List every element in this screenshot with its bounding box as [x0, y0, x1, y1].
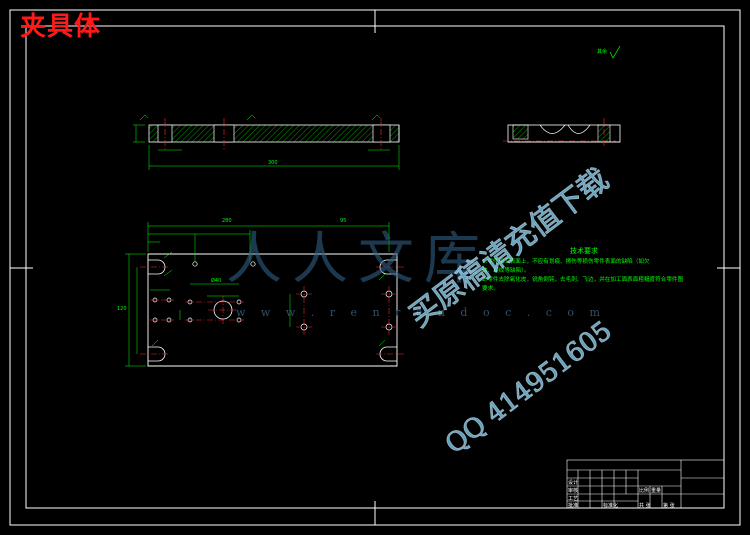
title-block-label: 重量: [651, 488, 662, 494]
title-block-label: 标准化: [603, 503, 619, 509]
side-view: [503, 118, 621, 148]
dimension-plan-height: 120: [117, 306, 127, 312]
technical-requirements: 技术要求 1.零件加工表面上，不应有划痕、擦伤等损伤零件表面的缺陷（如欠 缺、裂…: [482, 247, 718, 294]
title-block-label: 共 张: [639, 503, 651, 509]
technical-requirements-title: 技术要求: [570, 247, 598, 255]
dimension-overall-length: 300: [268, 160, 278, 166]
roughness-note: 其余: [597, 49, 608, 55]
dimension-plan-width-a: 280: [222, 218, 232, 224]
title-block-label: 第 张: [663, 503, 675, 509]
title-block-label: 设计: [568, 480, 579, 486]
title-block-label: 审核: [568, 488, 579, 494]
front-section-view: [133, 114, 400, 170]
title-block-label: 批准: [568, 503, 579, 509]
plan-view: [125, 222, 405, 367]
technical-requirement-line: 要求。: [482, 286, 499, 292]
technical-requirement-line: 1.零件加工表面上，不应有划痕、擦伤等损伤零件表面的缺陷（如欠: [482, 259, 650, 265]
centering-marks: [10, 10, 740, 525]
watermark-url: w w w . r e n r e n d o c . c o m: [236, 306, 606, 319]
dimension-plan-width-b: 95: [340, 218, 347, 224]
title-block-label: 工艺: [568, 496, 579, 502]
drawing-title: 夹具体: [20, 12, 102, 42]
watermark-brand: 人人文库: [226, 227, 490, 292]
title-block-label: 比例: [639, 488, 650, 494]
roughness-symbol: [609, 45, 621, 59]
dimension-bore: Ø40: [211, 278, 222, 284]
technical-requirement-line: 2.零件去除氧化皮，锐角倒钝，去毛刺、飞边，并在加工面表面粗糙度符合零件图: [482, 277, 684, 283]
technical-requirement-line: 缺、裂纹等缺陷）。: [482, 268, 530, 274]
title-block: [566, 459, 725, 509]
